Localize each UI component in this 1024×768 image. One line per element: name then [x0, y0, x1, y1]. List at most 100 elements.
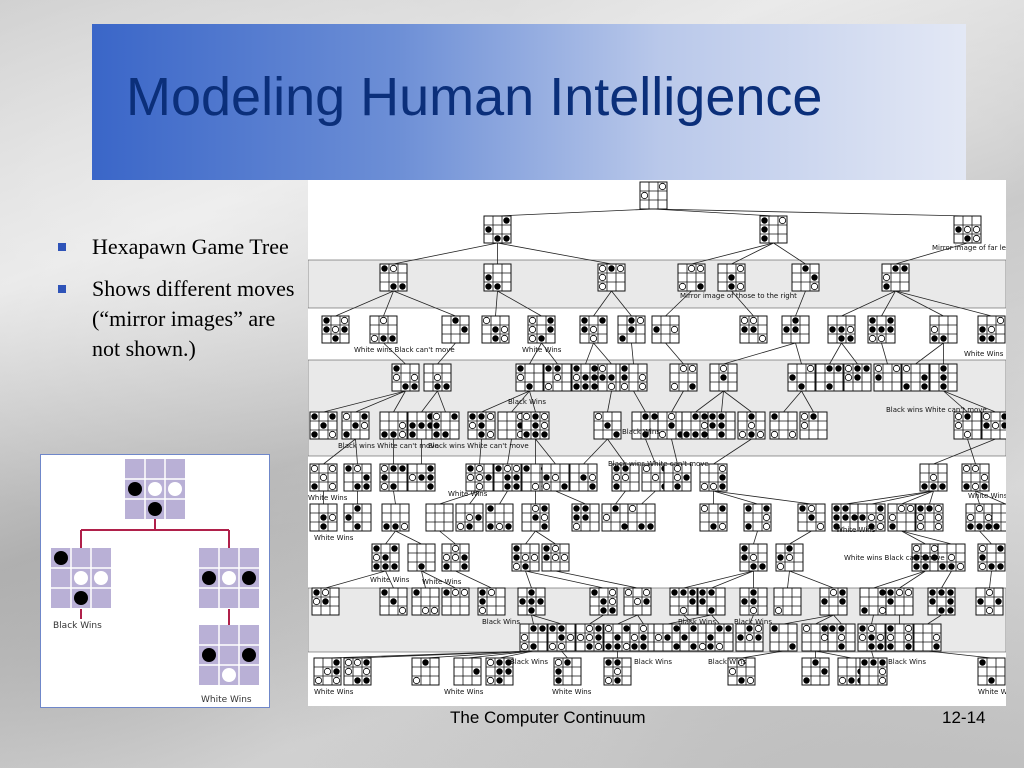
bullet-text: Shows different moves (“mirror images” a…: [92, 276, 295, 361]
tree-edge: [667, 614, 712, 625]
tree-edge: [895, 242, 968, 265]
tree-edge: [335, 290, 394, 317]
game-board: [873, 363, 902, 392]
game-board: [309, 411, 338, 440]
game-board: [411, 657, 440, 686]
game-board: [737, 411, 766, 440]
game-board: [639, 181, 668, 210]
game-board: [885, 587, 914, 616]
game-board: [543, 363, 572, 392]
tree-edge: [901, 490, 934, 505]
tree-edge: [683, 570, 754, 589]
tree-annotation: Black wins White can't move: [338, 442, 439, 450]
game-board: [965, 503, 994, 532]
game-board: [915, 503, 944, 532]
game-board: [481, 315, 510, 344]
tree-edge: [385, 570, 394, 589]
tree-edge: [385, 530, 396, 545]
tree-edge: [589, 614, 604, 625]
game-board: [379, 587, 408, 616]
tree-edge: [787, 570, 790, 589]
game-board: [773, 587, 802, 616]
game-board: [887, 503, 916, 532]
tree-edge: [469, 490, 480, 505]
game-board: [927, 587, 956, 616]
game-board: [913, 623, 942, 652]
tree-edge: [665, 342, 684, 365]
game-board: [801, 657, 830, 686]
game-board: [977, 315, 1006, 344]
tree-annotation: Black Wins: [734, 618, 772, 626]
game-board: [465, 463, 494, 492]
tree-edge: [531, 614, 534, 625]
game-board: [517, 587, 546, 616]
tree-edge: [383, 342, 406, 365]
game-board: [597, 263, 626, 292]
game-board: [663, 463, 692, 492]
game-board: [739, 543, 768, 572]
board-bottom-right: [199, 625, 259, 685]
game-board: [571, 503, 600, 532]
game-board: [441, 543, 470, 572]
tree-edge: [711, 614, 720, 625]
tree-edge: [773, 242, 806, 265]
tree-edge: [795, 342, 802, 365]
tree-edge: [395, 530, 422, 545]
game-board: [775, 543, 804, 572]
tree-edge: [795, 290, 806, 317]
tree-edge: [525, 570, 532, 589]
tree-annotation: White Wins: [552, 688, 592, 696]
tree-annotation: White Wins: [978, 688, 1006, 696]
game-board: [901, 363, 930, 392]
game-board: [801, 623, 830, 652]
game-board: [579, 315, 608, 344]
game-board: [991, 503, 1020, 532]
tree-annotation: White wins Black can't move: [354, 346, 455, 354]
tree-edge: [355, 438, 358, 465]
tree-edge: [393, 290, 456, 317]
game-board: [759, 215, 788, 244]
game-board: [455, 503, 484, 532]
game-board: [343, 503, 372, 532]
tree-edge: [499, 490, 508, 505]
tree-edge: [615, 490, 626, 505]
tree-annotation: White Wins: [422, 578, 462, 586]
game-board: [739, 315, 768, 344]
board-right: [199, 548, 259, 608]
game-board: [859, 657, 888, 686]
game-board: [603, 623, 632, 652]
tree-edge: [783, 614, 834, 625]
tree-edge: [439, 490, 480, 505]
tree-edge: [421, 390, 438, 413]
tree-edge: [881, 290, 896, 317]
tree-edge: [611, 290, 632, 317]
game-board: [511, 543, 540, 572]
tree-annotation: Mirror image of far left board: [932, 244, 1006, 252]
tree-edge: [497, 242, 612, 265]
game-board: [827, 623, 856, 652]
tree-edge: [633, 390, 646, 413]
tree-annotation: White wins Black can't move: [844, 554, 945, 562]
tree-edge: [833, 614, 842, 625]
tree-edge: [871, 614, 874, 625]
game-board: [379, 463, 408, 492]
tree-edge: [641, 490, 656, 505]
game-board: [629, 623, 658, 652]
game-board: [781, 315, 810, 344]
game-board: [787, 363, 816, 392]
game-board: [819, 587, 848, 616]
tree-edge: [437, 342, 456, 365]
tree-edge: [895, 290, 992, 317]
game-board: [881, 263, 910, 292]
tree-edge: [497, 290, 542, 317]
tree-edge: [941, 570, 952, 589]
tree-edge: [871, 650, 874, 659]
game-board: [735, 623, 764, 652]
game-board: [981, 411, 1010, 440]
footer-title: The Computer Continuum: [450, 708, 646, 727]
tree-edge: [525, 530, 536, 545]
tree-edge: [393, 390, 406, 413]
game-board: [477, 587, 506, 616]
tree-edge: [915, 342, 944, 365]
tree-edge: [789, 530, 812, 545]
